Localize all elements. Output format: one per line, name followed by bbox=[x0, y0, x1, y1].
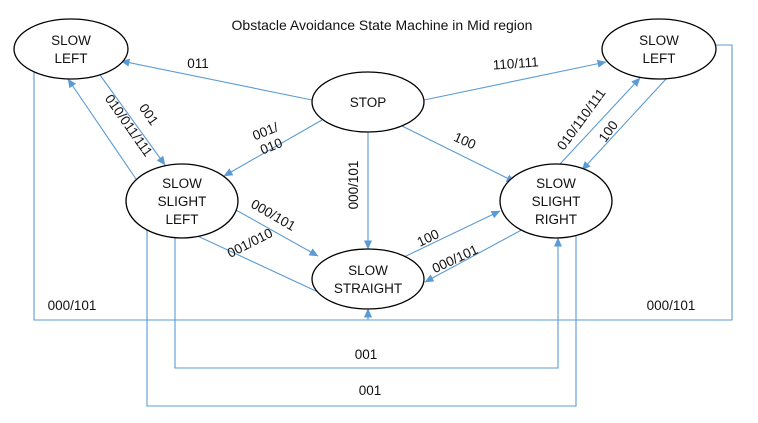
transition-slow-left-a-to-slow-slight-left: 001 bbox=[99, 74, 166, 166]
transition-label: 001 bbox=[355, 347, 378, 362]
transition-label: 001 bbox=[136, 101, 161, 128]
transition-label: 010/110/111 bbox=[554, 86, 609, 153]
state-ellipse bbox=[13, 18, 129, 80]
transition-arrow bbox=[581, 78, 667, 171]
transition-arrow bbox=[67, 78, 137, 180]
transition-slow-slight-left-to-slow-left-a: 010/011/111 bbox=[67, 78, 156, 180]
state-stop: STOP bbox=[311, 71, 425, 133]
state-ellipse bbox=[311, 248, 425, 310]
transition-label: 001/010 bbox=[225, 225, 275, 261]
transition-arrow bbox=[175, 225, 319, 293]
transition-arrow bbox=[174, 233, 562, 369]
transition-stop-to-slow-slight-left: 001/010 bbox=[223, 119, 323, 177]
state-ellipse bbox=[311, 71, 425, 133]
transition-label: 110/111 bbox=[492, 54, 539, 72]
transition-arrow bbox=[423, 59, 607, 101]
transition-label: 000/101 bbox=[48, 298, 97, 313]
transition-stop-to-slow-straight: 000/101 bbox=[346, 132, 372, 250]
transition-label: 001 bbox=[359, 383, 382, 398]
transition-arrow bbox=[364, 44, 733, 321]
transition-slow-slight-right-to-slow-straight: 000/101 bbox=[424, 225, 530, 283]
transition-label: 001/010 bbox=[250, 119, 286, 158]
state-ellipse bbox=[499, 163, 613, 239]
transition-arrow bbox=[424, 225, 530, 283]
transition-arrow bbox=[120, 58, 313, 101]
state-label: STOP bbox=[350, 95, 387, 110]
transition-label: 000/101 bbox=[647, 298, 696, 313]
transition-stop-to-slow-slight-right: 100 bbox=[401, 125, 516, 183]
transition-label: 011 bbox=[187, 56, 209, 71]
transition-arrow bbox=[235, 209, 319, 257]
transition-arrow bbox=[223, 119, 323, 177]
transition-label: 000/101 bbox=[248, 196, 298, 233]
transition-arrow bbox=[143, 219, 577, 407]
transition-slow-slight-left-to-slow-slight-right: 001 bbox=[174, 233, 562, 369]
transition-arrow bbox=[403, 210, 501, 258]
transition-stop-to-slow-left-b: 110/111 bbox=[423, 54, 607, 101]
transition-slow-straight-to-slow-slight-right: 100 bbox=[403, 210, 501, 258]
transition-label: 000/101 bbox=[430, 242, 481, 276]
transition-slow-slight-right-to-slow-slight-left: 001 bbox=[143, 219, 577, 407]
transition-label: 100 bbox=[451, 129, 478, 152]
transition-arrow bbox=[401, 125, 516, 183]
state-ellipse bbox=[601, 18, 717, 80]
transition-label: 000/101 bbox=[346, 161, 361, 210]
transition-label: 100 bbox=[415, 226, 442, 249]
transition-slow-left-b-to-slow-straight: 000/101 bbox=[364, 44, 733, 321]
diagram-title: Obstacle Avoidance State Machine in Mid … bbox=[232, 17, 533, 33]
transition-arrow bbox=[559, 77, 641, 165]
transition-arrow bbox=[99, 74, 166, 166]
transition-stop-to-slow-left-a: 011 bbox=[120, 56, 313, 101]
state-ellipse bbox=[125, 163, 239, 239]
